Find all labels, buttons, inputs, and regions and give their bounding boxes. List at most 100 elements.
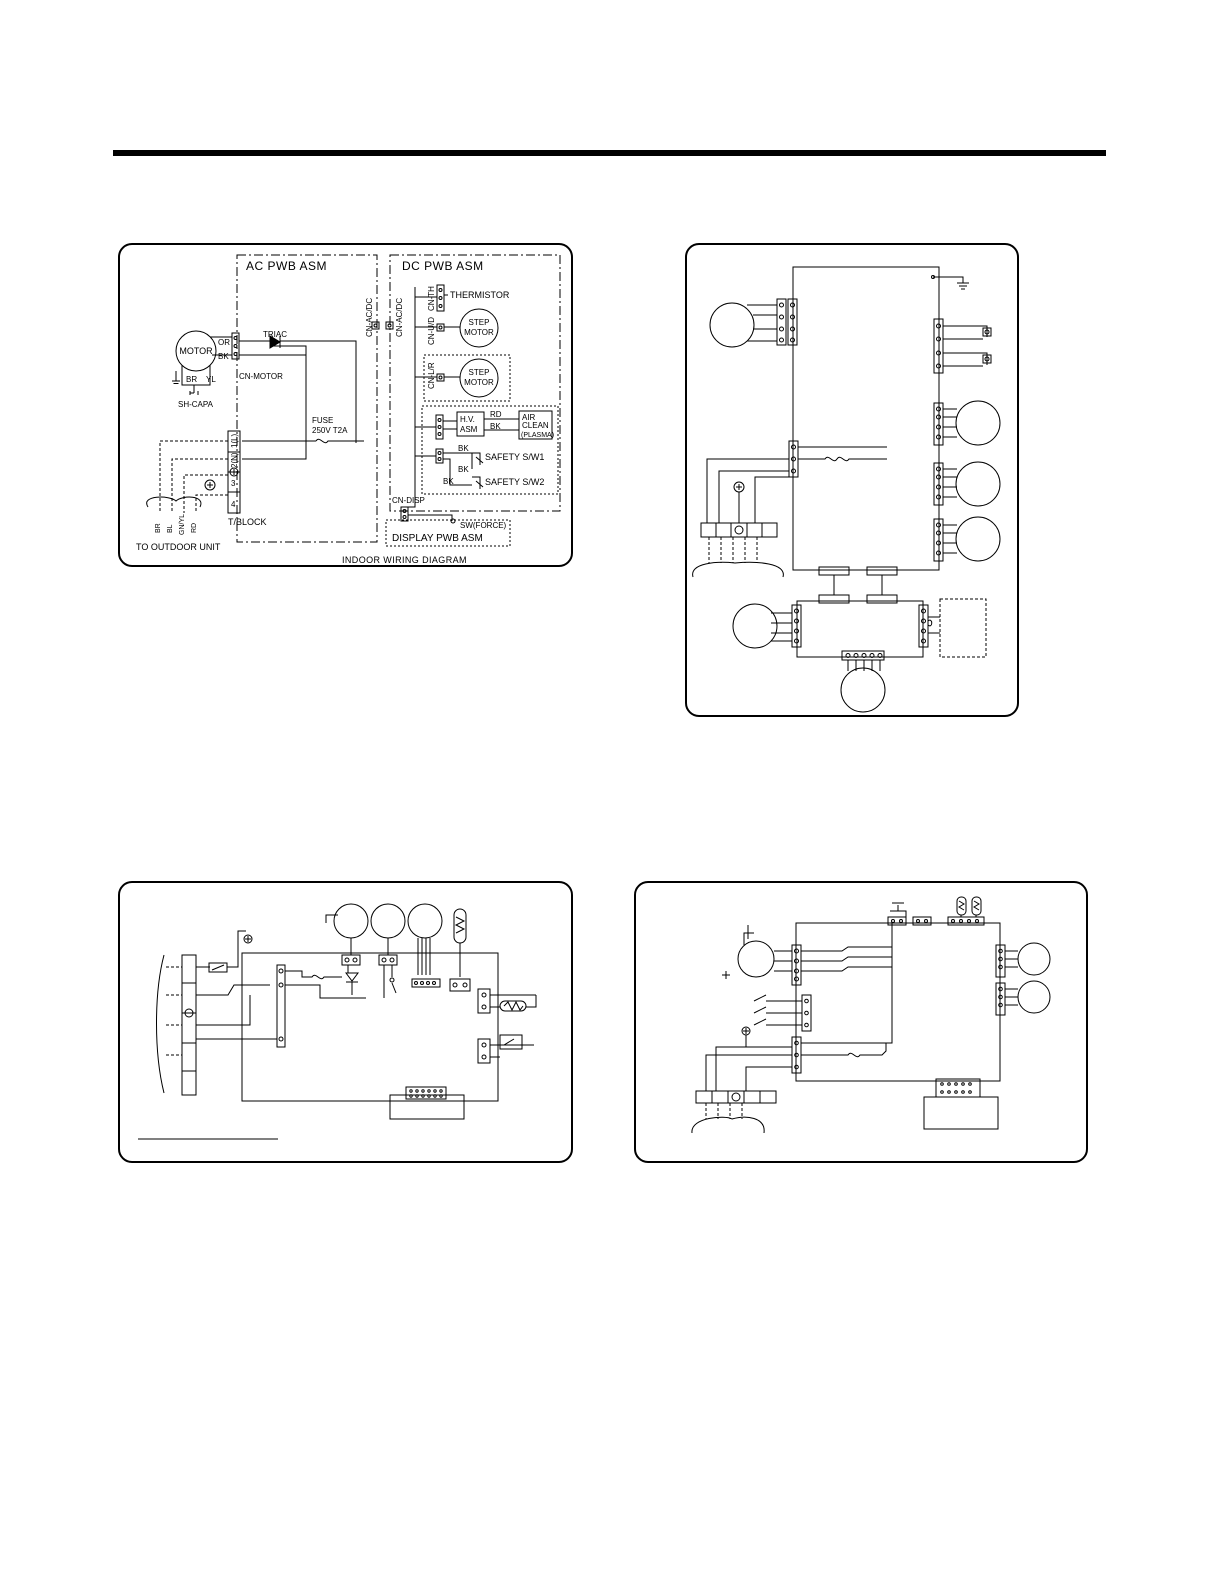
motor-right-2: [955, 461, 1001, 507]
wire-bk-sw2a-label: BK: [458, 465, 469, 474]
fan-motor: [175, 330, 217, 372]
schematic-top-right: [692, 266, 1001, 713]
ac-pwb-outline: [236, 254, 378, 543]
cn-motor-connector: [231, 332, 240, 360]
safety-sw1-symbol: [472, 452, 484, 465]
wire-rd-label: RD: [490, 410, 502, 419]
cn-disp-label: CN-DISP: [392, 496, 425, 505]
cn-motor-label: CN-MOTOR: [239, 372, 283, 381]
wire-label-rd: RD: [191, 523, 198, 533]
switch-symbols: [753, 994, 767, 1026]
header-rule: [113, 150, 1106, 156]
fuse-symbol: [242, 438, 364, 444]
fuse-symbol: [798, 446, 887, 462]
terminal-ground-icon: [229, 467, 239, 477]
hv-asm-box: [456, 411, 485, 437]
wire-bk-sw2b-label: BK: [443, 477, 454, 486]
plasma-switch-box: [421, 405, 559, 495]
terminal-connector: [276, 964, 286, 1048]
motor-right-1: [1017, 942, 1051, 976]
schematic-panel-bottom-right: [634, 881, 1088, 1163]
ground-icon: [892, 902, 904, 911]
wire-bundle-bracket: [146, 496, 202, 508]
step-motor-ud-connector: [436, 323, 445, 332]
safety-sw2-symbol: [472, 476, 484, 489]
motor-bottom-center: [840, 667, 886, 713]
schematic-bottom-right: [691, 896, 1051, 1134]
sensor-2: [982, 354, 992, 364]
terminal-3-label: 3: [231, 479, 236, 488]
motor-top-left: [709, 302, 755, 348]
schematic-panel-top-right: [685, 243, 1019, 717]
main-board-outline: [792, 266, 940, 571]
thermistor-connector: [436, 284, 445, 312]
lower-board-outline: [796, 600, 924, 658]
display-pwb-outline: [385, 519, 511, 547]
display-board-outline: [389, 1094, 465, 1120]
step-motor-lr-label-2: MOTOR: [464, 378, 494, 387]
motor-right-1: [955, 400, 1001, 446]
thermistor-label: THERMISTOR: [450, 290, 510, 300]
step-motor-lr: [459, 358, 499, 398]
dc-pwb-label: DC PWB ASM: [402, 259, 484, 273]
to-outdoor-unit-label: TO OUTDOOR UNIT: [136, 542, 221, 552]
switch-symbol: [499, 1034, 523, 1050]
step-motor-ud: [459, 308, 499, 348]
air-clean-label-1: AIR: [522, 413, 536, 422]
sh-capa-label: SH-CAPA: [178, 400, 214, 409]
wire-label-gnyl: GN/YL: [179, 514, 186, 535]
heater-element: [453, 908, 467, 944]
motor-right-2: [1017, 980, 1051, 1014]
safety-sw2-label: SAFETY S/W2: [485, 477, 544, 487]
terminal-2-label: 2(N): [230, 452, 239, 468]
cn-lr-label: CN-L/R: [427, 362, 436, 389]
fuse-symbol: [285, 970, 342, 980]
air-clean-box: [518, 410, 553, 440]
sw-force-label: SW(FORCE): [460, 521, 507, 530]
wire-or-label: OR: [218, 338, 230, 347]
motor-right-3: [955, 516, 1001, 562]
cn-th-label: CN-TH: [427, 286, 436, 311]
terminal-block: [695, 1090, 777, 1104]
hv-asm-label-1: H.V.: [460, 415, 475, 424]
wire-yl-label: YL: [206, 375, 216, 384]
air-clean-label-3: (PLASMA): [521, 432, 554, 439]
fan-motor: [737, 940, 775, 978]
indoor-wiring-caption: INDOOR WIRING DIAGRAM: [342, 555, 467, 565]
terminal-4-label: 4: [231, 500, 236, 509]
step-motor-lr-connector: [436, 373, 445, 382]
ground-icon: [933, 276, 969, 290]
wire-br-label: BR: [186, 375, 197, 384]
indoor-wiring-panel: AC PWB ASM DC PWB ASM CN-AC/DC CN-AC/DC …: [118, 243, 573, 567]
ground-icon-2: [722, 971, 730, 979]
triac-symbol: [269, 335, 281, 349]
control-board-outline: [241, 952, 499, 1102]
hv-asm-label-2: ASM: [460, 425, 478, 434]
cn-acdc-label-1: CN-AC/DC: [365, 298, 374, 337]
cn-acdc-connector-1: [371, 321, 380, 330]
relay-contacts: [801, 946, 892, 972]
display-board-outline: [923, 1096, 999, 1130]
terminal-block: [181, 954, 197, 1096]
fuse-rating-label: 250V T2A: [312, 426, 348, 435]
display-pwb-label: DISPLAY PWB ASM: [392, 533, 483, 544]
step-motor-ud-label-2: MOTOR: [464, 328, 494, 337]
step-motor-lr-label-1: STEP: [469, 368, 490, 377]
schematic-panel-bottom-left: [118, 881, 573, 1163]
triac-symbol: [345, 972, 359, 983]
step-motor-ud-label-1: STEP: [469, 318, 490, 327]
ground-icon: [204, 479, 216, 491]
step-motor-lr-box: [423, 354, 511, 402]
air-clean-label-2: CLEAN: [522, 421, 549, 430]
main-board-outline: [795, 922, 1001, 1082]
external-module-box: [939, 598, 987, 658]
motor-bottom-left: [732, 603, 778, 649]
sensor-1: [982, 327, 992, 337]
motor-top-1: [333, 903, 369, 939]
wire-bk-sw1-label: BK: [458, 444, 469, 453]
ground-icon: [243, 934, 253, 944]
thermistor-symbol: [499, 1000, 527, 1012]
safety-sw1-label: SAFETY S/W1: [485, 452, 544, 462]
ac-pwb-label: AC PWB ASM: [246, 259, 327, 273]
fan-motor-label: MOTOR: [179, 346, 213, 356]
